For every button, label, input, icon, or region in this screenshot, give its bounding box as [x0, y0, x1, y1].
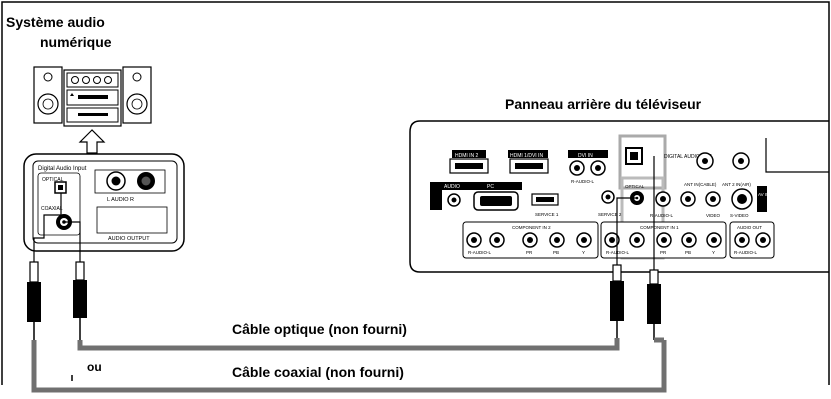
coaxial-plug-left — [73, 280, 87, 318]
coaxial-label: COAXIAL — [41, 206, 63, 212]
audio-system-title-line1: Système audio — [6, 14, 105, 30]
coaxial-cable — [64, 197, 637, 351]
hdmi1-dvi-label: HDMI 1/DVI IN — [510, 153, 543, 159]
optical-cable — [27, 156, 667, 393]
comp1-audio-label: R-AUDIO-L — [606, 250, 629, 255]
audio-out-label: AUDIO OUT — [737, 225, 762, 230]
service2-label: SERVICE 2 — [598, 212, 622, 217]
component-in1-label: COMPONENT IN 1 — [640, 225, 679, 230]
ant-in-cable-label: ANT IN(CABLE) — [684, 182, 717, 187]
video-label: VIDEO — [706, 213, 721, 218]
audio-system-title-line2: numérique — [40, 34, 112, 50]
comp2-pr-label: PR — [526, 250, 533, 255]
outer-frame — [1, 1, 830, 385]
ant-in-air-label: ANT 2 IN(AIR) — [722, 182, 751, 187]
hdmi-in2-label: HDMI IN 2 — [455, 153, 479, 159]
coaxial-cable-line — [31, 340, 667, 393]
av-r-audio-l-label: R-AUDIO-L — [650, 213, 673, 218]
tv-panel-title: Panneau arrière du téléviseur — [505, 96, 702, 112]
audio-pc-side-label — [430, 182, 442, 210]
component-in2-label: COMPONENT IN 2 — [512, 225, 551, 230]
comp1-y-label: Y — [712, 250, 715, 255]
coaxial-plug-right — [610, 281, 624, 321]
comp1-pb-label: PB — [685, 250, 691, 255]
comp1-pr-label: PR — [660, 250, 667, 255]
left-speaker — [33, 66, 63, 124]
digital-audio-out-label: DIGITAL AUDIO OUT — [664, 154, 712, 160]
comp2-pb-label: PB — [553, 250, 559, 255]
dvi-audio-label: R-AUDIO-L — [571, 179, 594, 184]
optical-plug-left — [27, 282, 41, 322]
av-in-label: AV IN 1 — [758, 192, 774, 197]
optical-label: OPTICAL — [42, 177, 64, 183]
audio-out-rl-label: R-AUDIO-L — [734, 250, 757, 255]
audio-system-illustration — [33, 66, 152, 154]
coaxial-cable-label: Câble coaxial (non fourni) — [232, 364, 404, 380]
digital-audio-input-label: Digital Audio Input — [38, 166, 87, 172]
optical-cable-line — [77, 338, 620, 351]
arrow-up-icon — [78, 129, 106, 154]
tv-optical-label: OPTICAL — [625, 184, 645, 189]
service1-label: SERVICE 1 — [535, 212, 559, 217]
pc-label: PC — [487, 184, 494, 190]
audio-output-label: AUDIO OUTPUT — [108, 236, 150, 242]
s-video-label: S-VIDEO — [730, 213, 749, 218]
audio-input-panel: Digital Audio Input OPTICAL COAXIAL L AU… — [23, 153, 185, 252]
comp2-audio-label: R-AUDIO-L — [468, 250, 491, 255]
tv-rear-panel: DIGITAL AUDIO OUT HDMI IN 2 HDMI 1/DVI I… — [409, 120, 829, 273]
or-label: ou — [87, 360, 102, 374]
optical-cable-label: Câble optique (non fourni) — [232, 321, 407, 337]
dvi-in-label: DVI IN — [578, 153, 593, 159]
comp2-y-label: Y — [582, 250, 585, 255]
audio-label: AUDIO — [444, 184, 460, 190]
optical-plug-right — [647, 284, 661, 324]
l-audio-r-label: L AUDIO R — [107, 197, 134, 203]
